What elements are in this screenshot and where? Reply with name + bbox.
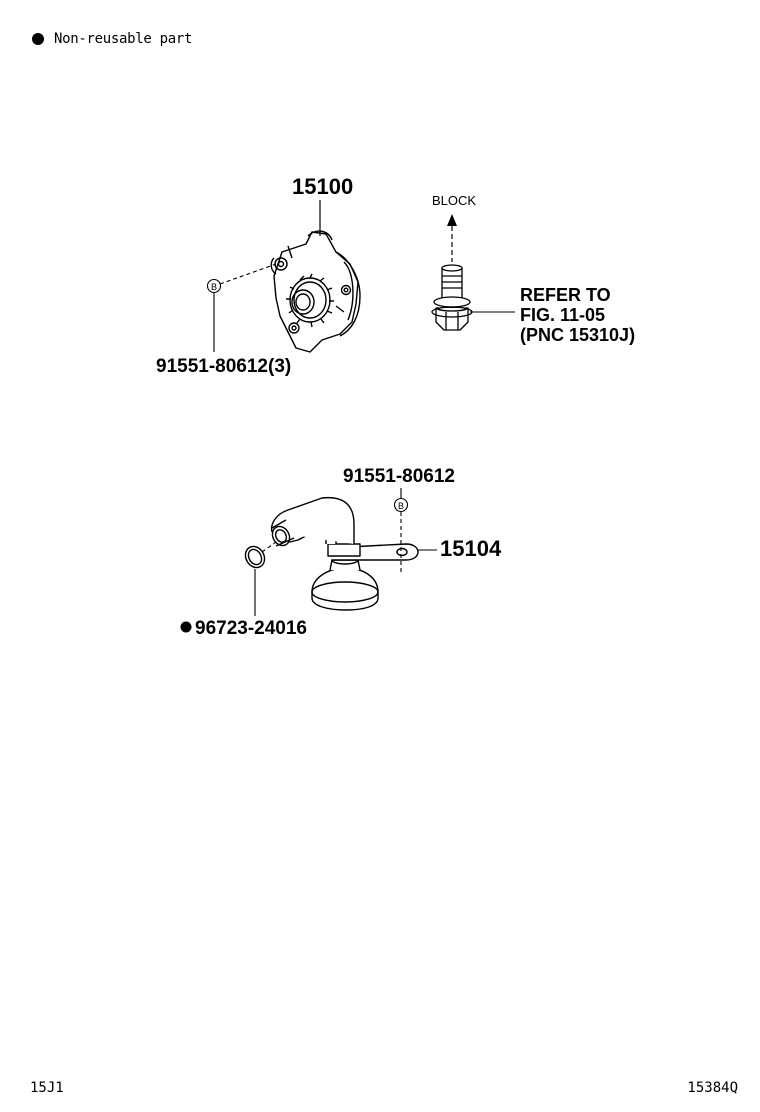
strainer-bolt-marker[interactable]: B [393,497,409,513]
legend-text: Non-reusable part [54,31,193,47]
non-reusable-marker-icon [32,33,44,45]
pump-bolt-part-number[interactable]: 91551-80612(3) [156,356,291,377]
refer-line-3: (PNC 15310J) [520,325,635,345]
strainer-part-number[interactable]: 15104 [440,536,502,561]
footer-figure-code: 15J1 [30,1080,64,1096]
pump-part-number[interactable]: 15100 [292,174,353,199]
svg-text:B: B [398,501,404,511]
footer-illustration-code: 15384Q [687,1080,738,1096]
non-reusable-icon [180,621,192,633]
refer-line-2[interactable]: FIG. 11-05 [520,305,605,325]
refer-line-1: REFER TO [520,285,611,305]
oil-strainer[interactable] [269,496,419,611]
union-bolt[interactable] [431,264,473,331]
block-arrow-icon [447,214,457,262]
block-label: BLOCK [432,193,476,208]
svg-text:B: B [211,282,217,292]
strainer-bolt-part-number[interactable]: 91551-80612 [343,466,455,487]
legend: Non-reusable part [32,31,193,47]
o-ring[interactable] [242,543,269,571]
oil-pump-assembly[interactable] [270,230,361,353]
pump-bolt-marker[interactable]: B [206,278,222,294]
pump-bolt-dashed-line [219,263,277,285]
oring-part-number[interactable]: 96723-24016 [195,618,307,639]
oring-dashed-line [261,541,277,553]
